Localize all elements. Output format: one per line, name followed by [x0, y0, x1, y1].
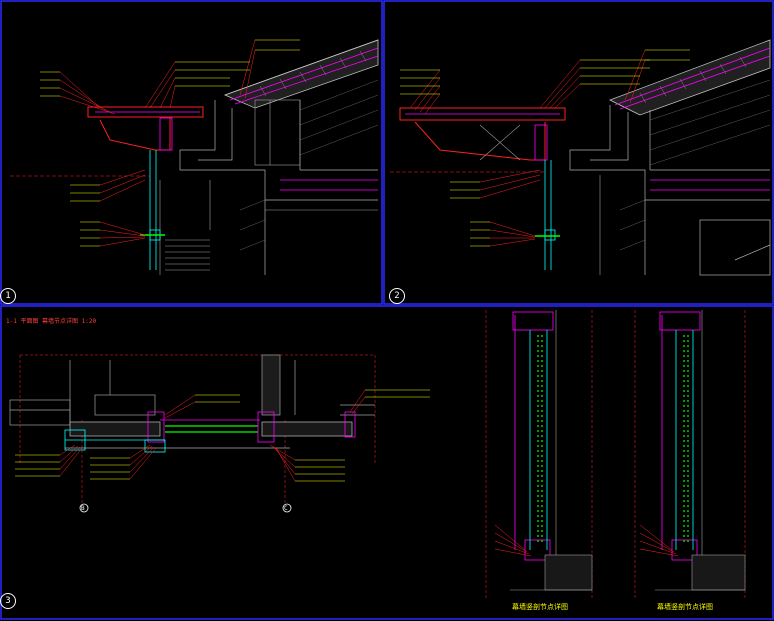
panel-1-drawing: [10, 39, 379, 275]
panel-3-number: 3: [0, 593, 16, 609]
panel-2-number: 2: [389, 288, 405, 304]
grid-marker-b: B: [81, 505, 85, 512]
panel-1-roof: [223, 39, 379, 109]
section-title: 1-1 平面图 幕墙节点详图 1:20: [6, 318, 97, 325]
panel-2-drawing: [390, 39, 771, 276]
caption-section-a: 幕墙竖剖节点详图: [512, 603, 568, 611]
panel-3-plan-drawing: [9, 354, 430, 513]
caption-section-b: 幕墙竖剖节点详图: [657, 603, 713, 611]
vertical-section-b: [634, 310, 746, 600]
panel-1-number: 1: [0, 288, 16, 304]
vertical-section-a: [485, 310, 593, 600]
grid-marker-c: C: [284, 505, 288, 512]
